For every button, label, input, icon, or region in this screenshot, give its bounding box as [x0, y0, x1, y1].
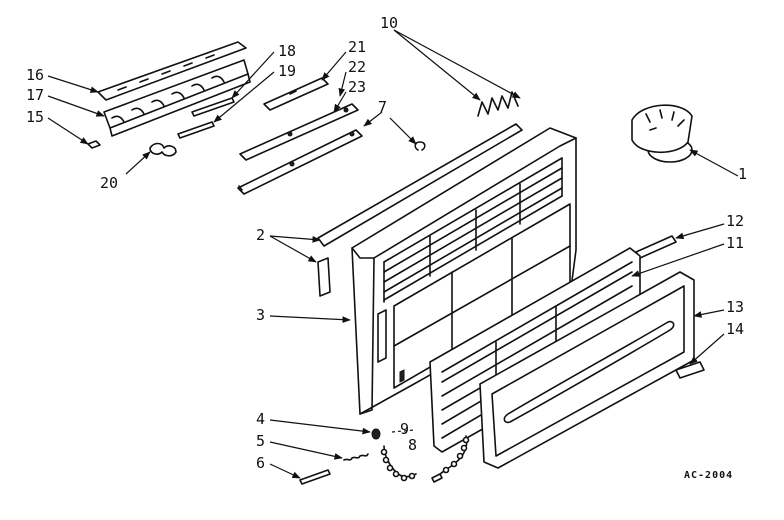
strip-parts	[177, 97, 235, 139]
clip-part	[149, 142, 177, 157]
label-17: 17	[26, 86, 45, 104]
label-9: 9	[400, 420, 410, 438]
label-3: 3	[256, 306, 266, 324]
label-12: 12	[726, 212, 745, 230]
louver-bracket-part	[87, 41, 251, 149]
label-4: 4	[256, 410, 266, 428]
label-2: 2	[256, 226, 266, 244]
bar-parts	[237, 77, 363, 195]
label-7: 7	[378, 98, 388, 116]
label-20: 20	[100, 174, 119, 192]
label-5: 5	[256, 432, 266, 450]
diagram-code: AC-2004	[684, 470, 734, 481]
label-1: 1	[738, 165, 748, 183]
label-14: 14	[726, 320, 745, 338]
top-rail-part	[317, 123, 523, 247]
filter-strip-part	[635, 235, 677, 259]
label-8: 8	[408, 436, 418, 454]
fastener-parts	[299, 428, 381, 485]
front-panel-part	[351, 127, 577, 415]
bead-chain-part	[380, 435, 470, 483]
label-21: 21	[348, 38, 367, 56]
label-18: 18	[278, 42, 297, 60]
label-10: 10	[380, 14, 399, 32]
label-15: 15	[26, 108, 45, 126]
wire-clip-part	[477, 91, 519, 117]
label-plate-part	[675, 361, 705, 379]
label-13: 13	[726, 298, 745, 316]
control-knob-part	[631, 104, 693, 163]
side-clip-part	[317, 257, 331, 297]
label-22: 22	[348, 58, 367, 76]
label-19: 19	[278, 62, 297, 80]
leader-lines	[47, 29, 739, 479]
label-11: 11	[726, 234, 745, 252]
label-16: 16	[26, 66, 45, 84]
label-6: 6	[256, 454, 266, 472]
label-23: 23	[348, 78, 367, 96]
hook-part	[414, 141, 426, 151]
